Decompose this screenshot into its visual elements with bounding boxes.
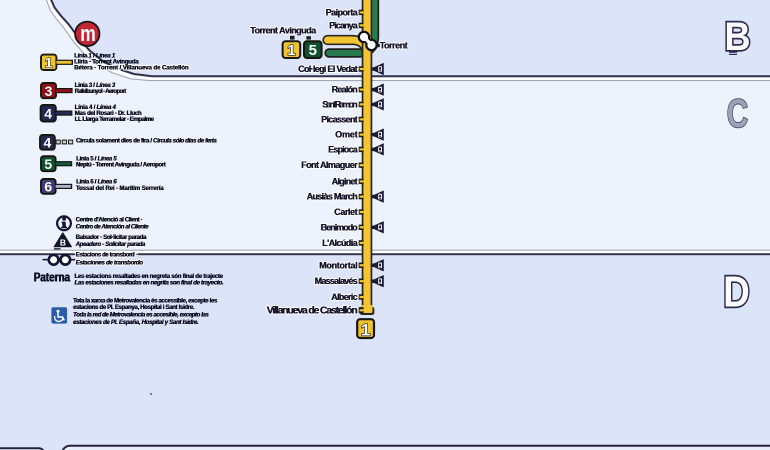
svg-text:Las estaciones resaltadas en n: Las estaciones resaltadas en negrita son… — [74, 280, 223, 287]
svg-text:Benimodo: Benimodo — [321, 222, 359, 232]
svg-text:Centre d'Atenció al Client ·: Centre d'Atenció al Client · — [76, 217, 143, 224]
svg-text:Realón: Realón — [332, 85, 358, 95]
svg-text:estaciones de Pl. España, Hosp: estaciones de Pl. España, Hospital y San… — [73, 319, 199, 326]
svg-text:1: 1 — [287, 42, 295, 59]
svg-text:Línia 6 / Línea 6: Línia 6 / Línea 6 — [76, 179, 117, 186]
svg-text:Centro de Atención al Cliente: Centro de Atención al Cliente — [76, 224, 150, 231]
svg-text:Ausiàs March: Ausiàs March — [307, 192, 358, 202]
svg-text:Font Almaguer: Font Almaguer — [301, 160, 358, 170]
svg-text:Baixador - Sol·licitar parada: Baixador - Sol·licitar parada — [76, 234, 147, 241]
svg-text:Torrent Avinguda: Torrent Avinguda — [250, 26, 317, 36]
svg-text:Massalavés: Massalavés — [315, 276, 358, 286]
svg-text:Torrent Avinguda: Torrent Avinguda — [250, 26, 317, 36]
svg-text:Paiporta: Paiporta — [326, 8, 359, 18]
svg-text:Realón: Realón — [332, 85, 358, 95]
svg-text:B: B — [725, 15, 751, 59]
svg-text:Font Almaguer: Font Almaguer — [301, 160, 358, 170]
svg-text:Línia 1 / Línea 1: Línia 1 / Línea 1 — [74, 52, 116, 59]
svg-text:Les estacions resaltades en ne: Les estacions resaltades en negreta són … — [74, 273, 223, 280]
svg-text:Espioca: Espioca — [328, 144, 358, 154]
svg-text:Estacions de transbord ·: Estacions de transbord · — [76, 252, 138, 259]
svg-text:5: 5 — [44, 156, 52, 172]
svg-text:Montortal: Montortal — [319, 260, 358, 270]
svg-text:Alginet: Alginet — [332, 176, 358, 186]
svg-text:Mas del Rosari - Dr. Lluch: Mas del Rosari - Dr. Lluch — [75, 110, 142, 117]
svg-text:Toda la red de Metrovalencia e: Toda la red de Metrovalencia es accesibl… — [73, 312, 209, 319]
svg-text:Línia 3 / Línea 3: Línia 3 / Línea 3 — [75, 82, 116, 89]
svg-text:Estaciones de transbordo: Estaciones de transbordo — [76, 259, 144, 266]
svg-text:Villanueva de Castellón: Villanueva de Castellón — [267, 305, 358, 317]
svg-text:B: B — [60, 238, 66, 248]
svg-text:estacions de Pl. Espanya, Hosp: estacions de Pl. Espanya, Hospital i San… — [73, 304, 195, 311]
svg-text:Sant Ramon: Sant Ramon — [322, 99, 358, 109]
svg-text:Espioca: Espioca — [328, 144, 358, 154]
svg-text:Carlet: Carlet — [334, 207, 358, 217]
svg-text:Benimodo: Benimodo — [321, 222, 359, 232]
svg-text:L'Alcúdia: L'Alcúdia — [322, 238, 358, 248]
svg-text:Paiporta: Paiporta — [326, 8, 359, 18]
svg-text:3: 3 — [45, 83, 53, 99]
svg-text:Neptú - Torrent Avinguda / Aer: Neptú - Torrent Avinguda / Aeroport — [76, 162, 166, 169]
svg-text:Villanueva de Castellón: Villanueva de Castellón — [267, 305, 358, 317]
svg-text:Col·legi El Vedat: Col·legi El Vedat — [298, 64, 358, 74]
svg-text:4: 4 — [44, 134, 52, 150]
svg-text:Apeadero - Solicitar parada: Apeadero - Solicitar parada — [75, 241, 146, 248]
svg-text:Torrent: Torrent — [380, 40, 408, 50]
svg-text:Sant Ramon: Sant Ramon — [322, 99, 358, 109]
svg-text:Alberic: Alberic — [331, 292, 358, 302]
svg-text:Tossal del Rei - Marítim Serre: Tossal del Rei - Marítim Serrería — [76, 185, 164, 192]
svg-text:Picassent: Picassent — [321, 114, 358, 124]
svg-text:Montortal: Montortal — [319, 260, 358, 270]
svg-text:Bétera - Torrent / Villanueva: Bétera - Torrent / Villanueva de Castell… — [74, 65, 189, 72]
svg-text:Rafelbunyol - Aeroport: Rafelbunyol - Aeroport — [75, 88, 127, 95]
svg-text:Paterna: Paterna — [34, 269, 71, 284]
svg-text:C: C — [727, 92, 749, 136]
svg-text:6: 6 — [44, 178, 52, 194]
svg-text:Línia 4 / Línea 4: Línia 4 / Línea 4 — [75, 104, 117, 111]
svg-text:L'Alcúdia: L'Alcúdia — [322, 238, 358, 248]
svg-text:LL Llarga Terramelar - Empalme: LL Llarga Terramelar - Empalme — [75, 116, 155, 123]
svg-text:Alberic: Alberic — [331, 292, 358, 302]
svg-text:Circula solament dies de fira: Circula solament dies de fira / Circula … — [76, 137, 217, 144]
svg-text:Estaciones de transbordo: Estaciones de transbordo — [76, 259, 144, 266]
svg-text:Alginet: Alginet — [332, 176, 358, 186]
svg-text:Picanya: Picanya — [329, 21, 358, 31]
svg-text:Tota la xarxa de Metrovalencia: Tota la xarxa de Metrovalencia és access… — [73, 297, 218, 304]
svg-text:1: 1 — [45, 55, 53, 71]
svg-text:4: 4 — [44, 106, 52, 122]
svg-text:Carlet: Carlet — [334, 207, 358, 217]
svg-text:Col·legi El Vedat: Col·legi El Vedat — [298, 64, 358, 74]
svg-text:Ausiàs March: Ausiàs March — [307, 192, 358, 202]
svg-text:m: m — [80, 21, 96, 46]
svg-text:5: 5 — [309, 42, 317, 59]
svg-text:Torrent: Torrent — [380, 40, 408, 50]
svg-text:Picanya: Picanya — [329, 21, 358, 31]
svg-text:Llíria - Torrent Avinguda: Llíria - Torrent Avinguda — [74, 58, 139, 65]
svg-text:D: D — [723, 269, 750, 317]
svg-text:1: 1 — [361, 320, 370, 339]
svg-text:Omet: Omet — [335, 130, 358, 140]
svg-text:Picassent: Picassent — [321, 114, 358, 124]
svg-text:Línia 5 / Línea 5: Línia 5 / Línea 5 — [76, 156, 117, 163]
svg-text:Massalavés: Massalavés — [315, 276, 358, 286]
svg-text:Estacions de transbord ·: Estacions de transbord · — [76, 252, 138, 259]
svg-text:Omet: Omet — [335, 130, 358, 140]
svg-text:Bétera - Torrent / Villanueva: Bétera - Torrent / Villanueva de Castell… — [74, 65, 189, 72]
